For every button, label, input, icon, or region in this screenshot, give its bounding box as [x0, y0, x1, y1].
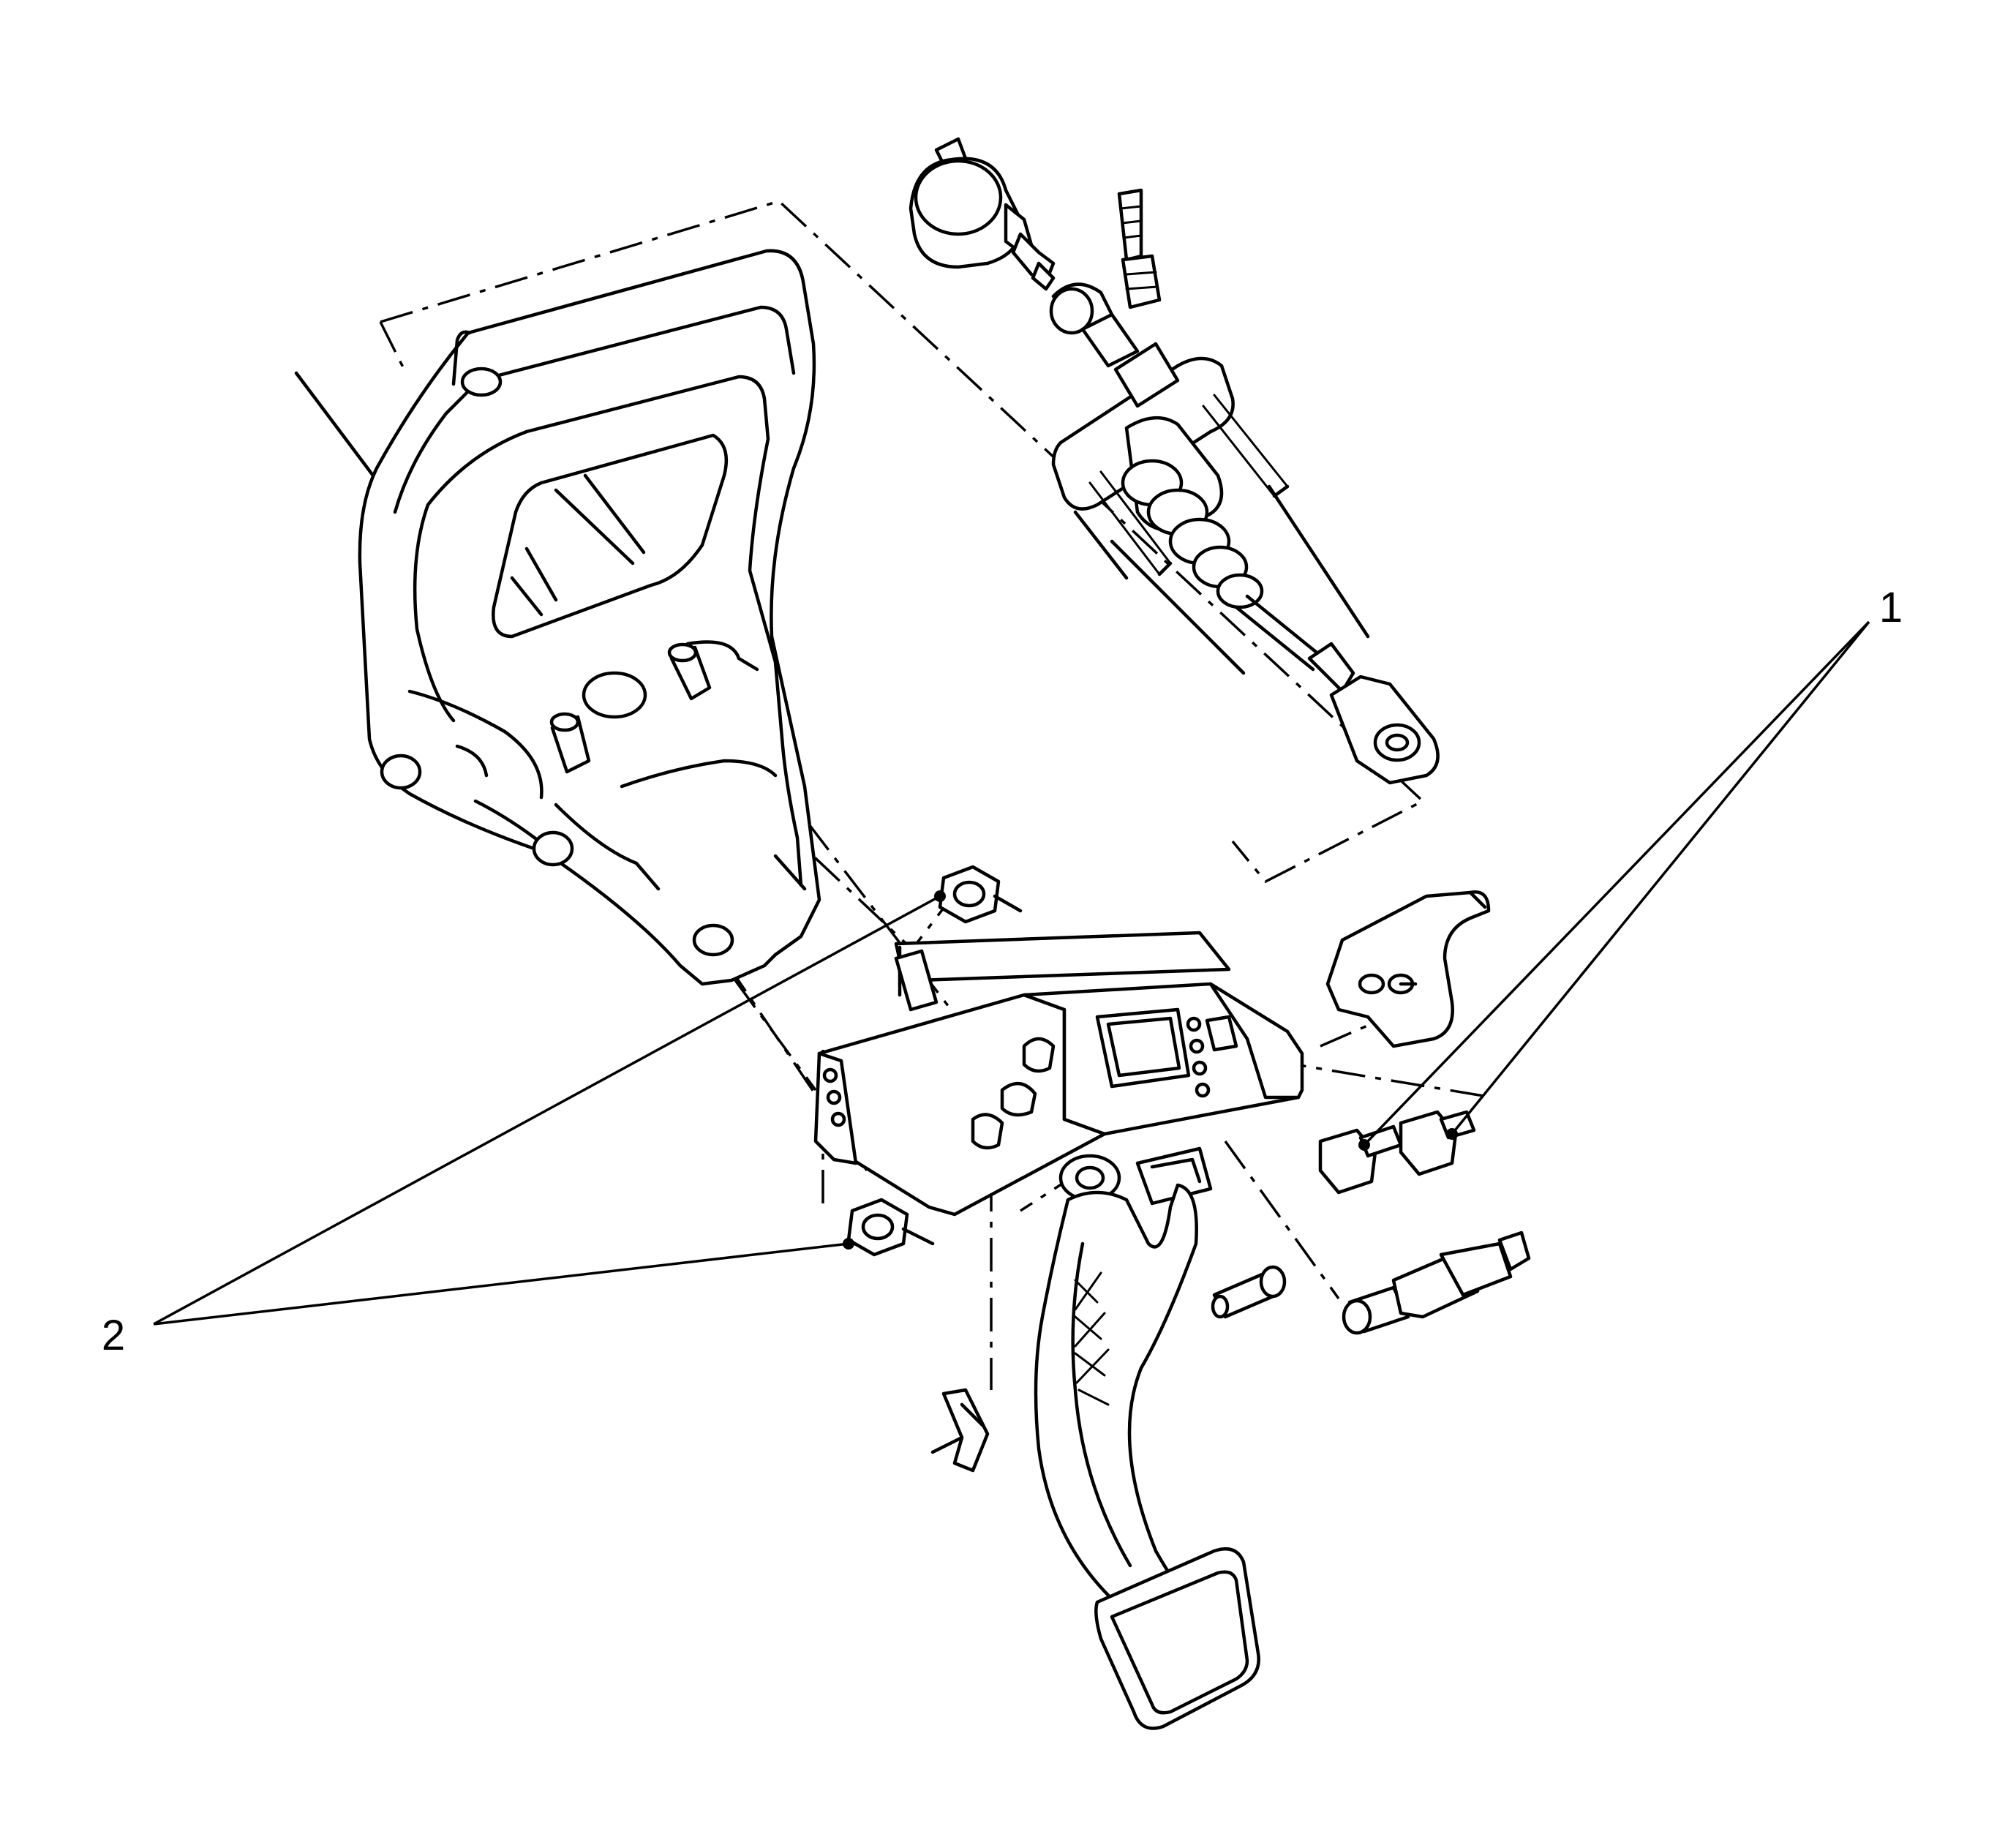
clutch-master-cylinder — [909, 137, 1440, 785]
pedal-bracket — [813, 931, 1304, 1217]
callout-leaders — [153, 620, 1870, 1326]
fasteners — [846, 865, 1476, 1473]
mount-bracket — [1325, 890, 1491, 1048]
callout-1: 1 — [1879, 584, 1903, 631]
bulkhead-panel — [294, 249, 821, 986]
clutch-pedal — [1034, 1183, 1260, 1730]
callout-2: 2 — [102, 1312, 125, 1359]
pedal-position-switch — [1342, 1231, 1531, 1335]
